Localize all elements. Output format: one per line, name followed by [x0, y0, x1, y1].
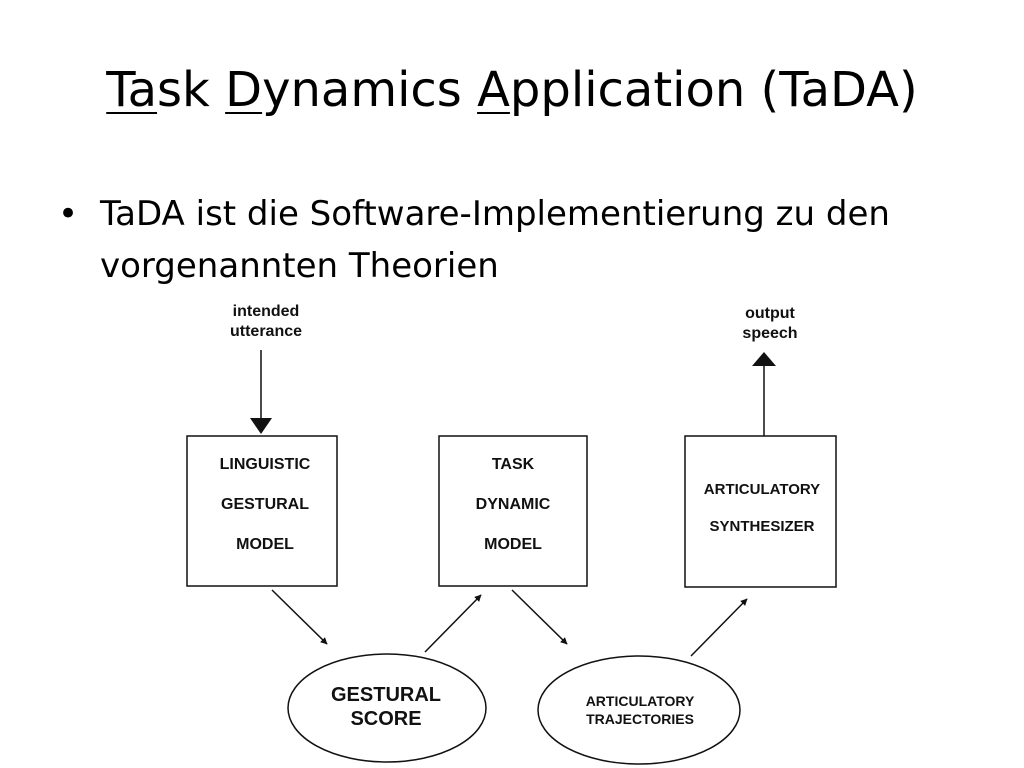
arrow-score-to-task	[424, 594, 482, 653]
task-box-line-3: MODEL	[484, 536, 542, 553]
synth-box-line-2: SYNTHESIZER	[709, 518, 814, 535]
output-label-line-2: speech	[742, 325, 797, 342]
title-part-6: pplication (TaDA)	[509, 62, 918, 118]
linguistic-box-line-1: LINGUISTIC	[220, 456, 311, 473]
bullet-text: TaDA ist die Software-Implementierung zu…	[100, 194, 890, 286]
articulatory-trajectories-ellipse	[537, 655, 741, 765]
gestural-score-ellipse	[287, 653, 487, 763]
arrow-linguistic-to-score	[271, 589, 328, 645]
synth-box-line-1: ARTICULATORY	[704, 481, 820, 498]
title-part-2: sk	[157, 62, 226, 118]
arrow-task-to-trajectories	[511, 589, 568, 645]
input-label-line-2: utterance	[230, 323, 302, 340]
articulatory-synthesizer-box	[684, 435, 837, 588]
title-part-3: D	[225, 62, 263, 118]
linguistic-box-line-3: MODEL	[236, 536, 294, 553]
title-part-1: Ta	[106, 62, 158, 118]
linguistic-box-line-2: GESTURAL	[221, 496, 309, 513]
slide-title: Task Dynamics Application (TaDA)	[0, 62, 1024, 118]
traj-line-1: ARTICULATORY	[586, 693, 695, 709]
output-arrowhead	[752, 352, 776, 366]
score-line-1: GESTURAL	[331, 684, 441, 706]
arrow-trajectories-to-synth	[690, 598, 748, 657]
traj-line-2: TRAJECTORIES	[586, 711, 694, 727]
input-label-line-1: intended	[233, 303, 300, 320]
task-box-line-2: DYNAMIC	[476, 496, 551, 513]
linguistic-model-box	[186, 435, 338, 587]
task-box-line-1: TASK	[492, 456, 535, 473]
input-arrowhead	[250, 418, 272, 434]
title-part-5: A	[477, 62, 510, 118]
task-dynamic-model-box	[438, 435, 588, 587]
score-line-2: SCORE	[350, 708, 421, 730]
title-part-4: ynamics	[262, 62, 478, 118]
output-label-line-1: output	[745, 305, 795, 322]
bullet-symbol: •	[58, 194, 79, 234]
